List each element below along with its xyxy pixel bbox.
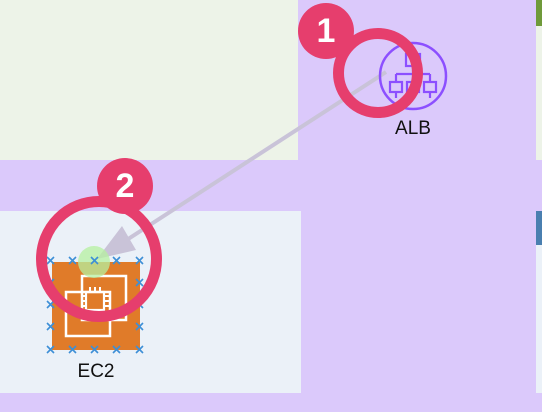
step-1-highlight-ring (333, 28, 423, 118)
group-zone-right-top-header (536, 0, 542, 26)
ec2-label: EC2 (77, 361, 115, 382)
group-zone-right-top-edge[interactable] (536, 0, 542, 160)
step-1-badge: 1 (298, 3, 354, 59)
step-2-highlight-ring (36, 196, 162, 322)
group-zone-right-bottom-header (536, 211, 542, 245)
group-zone-top-left[interactable] (0, 0, 298, 160)
group-zone-right-bottom-edge[interactable] (536, 211, 542, 393)
step-2-badge: 2 (97, 158, 153, 214)
alb-label: ALB (395, 118, 431, 139)
